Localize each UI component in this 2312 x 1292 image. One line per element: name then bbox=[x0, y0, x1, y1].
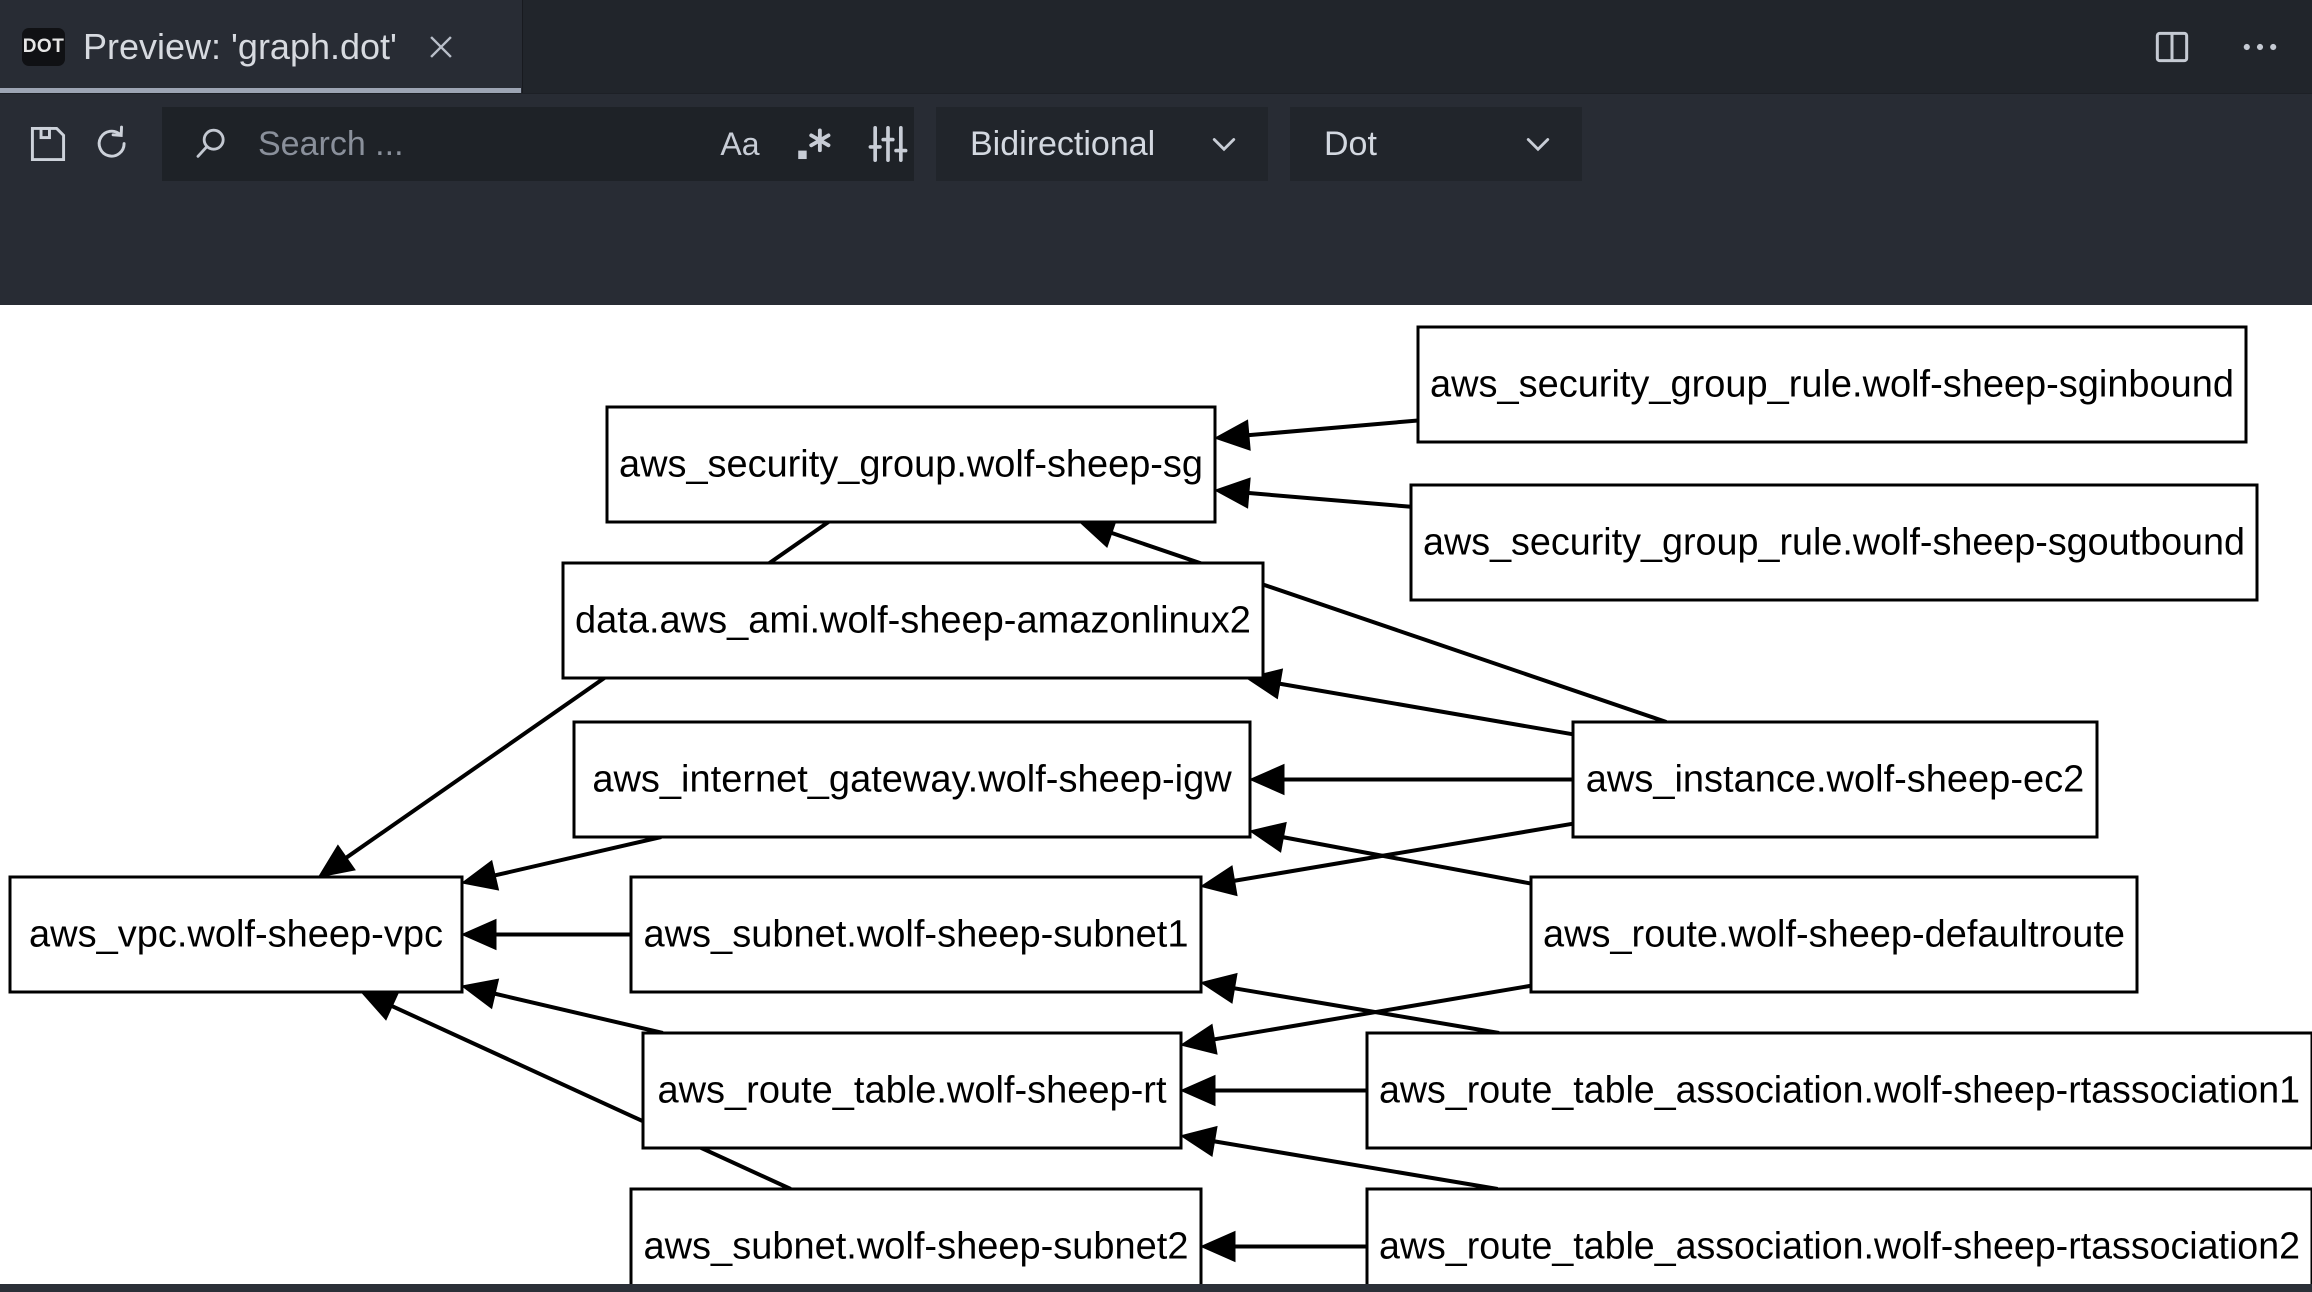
split-editor-icon[interactable] bbox=[2152, 27, 2192, 67]
node-label: aws_route.wolf-sheep-defaultroute bbox=[1543, 914, 2125, 956]
engine-dropdown-value: Dot bbox=[1324, 124, 1377, 163]
save-icon[interactable] bbox=[16, 112, 80, 176]
node-box[interactable] bbox=[1409, 483, 2259, 602]
node-box[interactable] bbox=[572, 720, 1252, 839]
chevron-down-icon bbox=[1520, 126, 1556, 162]
node-label: aws_vpc.wolf-sheep-vpc bbox=[29, 914, 443, 956]
edge-arrowhead bbox=[1248, 821, 1287, 853]
graph-edge bbox=[494, 991, 664, 1035]
search-icon bbox=[190, 123, 232, 165]
graph-edge bbox=[494, 835, 662, 878]
editor-tab-bar: DOT Preview: 'graph.dot' bbox=[0, 0, 2312, 93]
graph-node[interactable]: aws_route_table.wolf-sheep-rt bbox=[641, 1031, 1183, 1150]
edge-arrowhead bbox=[460, 918, 497, 951]
search-field[interactable]: Aa bbox=[162, 107, 914, 181]
graph-edge bbox=[1279, 681, 1574, 737]
graph-node[interactable]: data.aws_ami.wolf-sheep-amazonlinux2 bbox=[561, 561, 1265, 680]
close-icon[interactable] bbox=[419, 25, 463, 69]
node-label: aws_security_group.wolf-sheep-sg bbox=[619, 444, 1203, 486]
dot-file-icon: DOT bbox=[22, 27, 65, 66]
edge-arrowhead bbox=[1179, 1023, 1218, 1055]
graph-node[interactable]: aws_internet_gateway.wolf-sheep-igw bbox=[572, 720, 1252, 839]
node-box[interactable] bbox=[605, 405, 1217, 524]
node-box[interactable] bbox=[641, 1031, 1183, 1150]
preview-toolbar-panel: Aa bbox=[0, 93, 2312, 306]
node-label: aws_security_group_rule.wolf-sheep-sginb… bbox=[1430, 364, 2234, 406]
refresh-icon[interactable] bbox=[80, 112, 144, 176]
graph-node[interactable]: aws_subnet.wolf-sheep-subnet1 bbox=[629, 875, 1203, 994]
use-regex-icon[interactable] bbox=[785, 115, 843, 173]
graph-node[interactable]: aws_route.wolf-sheep-defaultroute bbox=[1529, 875, 2139, 994]
node-box[interactable] bbox=[629, 875, 1203, 994]
node-label: aws_instance.wolf-sheep-ec2 bbox=[1586, 759, 2085, 801]
graph-node[interactable]: aws_security_group.wolf-sheep-sg bbox=[605, 405, 1217, 524]
direction-dropdown[interactable]: Bidirectional bbox=[936, 107, 1268, 181]
graph-node[interactable]: aws_route_table_association.wolf-sheep-r… bbox=[1365, 1187, 2312, 1284]
graph-edge bbox=[1248, 491, 1412, 509]
graph-nodes: aws_security_group_rule.wolf-sheep-sginb… bbox=[8, 325, 2312, 1284]
node-label: aws_route_table.wolf-sheep-rt bbox=[657, 1070, 1166, 1112]
node-label: aws_security_group_rule.wolf-sheep-sgout… bbox=[1423, 522, 2245, 564]
node-box[interactable] bbox=[1416, 325, 2248, 444]
preview-toolbar: Aa bbox=[0, 103, 1582, 185]
sliders-icon[interactable] bbox=[859, 115, 917, 173]
tab-title: Preview: 'graph.dot' bbox=[83, 25, 397, 67]
graph-edge bbox=[1234, 986, 1500, 1035]
edge-arrowhead bbox=[1248, 763, 1285, 796]
graph-node[interactable]: aws_instance.wolf-sheep-ec2 bbox=[1571, 720, 2099, 839]
editor-actions bbox=[2152, 0, 2282, 93]
graph-edge bbox=[1248, 418, 1419, 438]
node-label: aws_internet_gateway.wolf-sheep-igw bbox=[592, 759, 1232, 801]
graph-edge bbox=[1234, 821, 1574, 883]
direction-dropdown-value: Bidirectional bbox=[970, 124, 1156, 163]
node-box[interactable] bbox=[1529, 875, 2139, 994]
edge-arrowhead bbox=[1179, 1125, 1218, 1158]
edge-arrowhead bbox=[1199, 865, 1238, 897]
node-label: aws_subnet.wolf-sheep-subnet1 bbox=[643, 914, 1188, 956]
edge-arrowhead bbox=[1213, 419, 1251, 451]
edge-arrowhead bbox=[1179, 1074, 1216, 1107]
edge-arrowhead bbox=[1199, 972, 1238, 1004]
status-strip bbox=[0, 1284, 2312, 1292]
node-label: aws_subnet.wolf-sheep-subnet2 bbox=[643, 1226, 1188, 1268]
graph-preview-canvas[interactable]: aws_security_group_rule.wolf-sheep-sginb… bbox=[0, 305, 2312, 1284]
node-box[interactable] bbox=[8, 875, 464, 994]
edge-arrowhead bbox=[1199, 1230, 1236, 1263]
node-label: data.aws_ami.wolf-sheep-amazonlinux2 bbox=[575, 600, 1251, 642]
graph-node[interactable]: aws_security_group_rule.wolf-sheep-sgout… bbox=[1409, 483, 2259, 602]
graph-edges bbox=[317, 418, 1667, 1263]
edge-arrowhead bbox=[317, 844, 356, 878]
graph-edge bbox=[391, 1004, 792, 1191]
graph-node[interactable]: aws_security_group_rule.wolf-sheep-sginb… bbox=[1416, 325, 2248, 444]
chevron-down-icon bbox=[1206, 126, 1242, 162]
tab-graph-dot[interactable]: DOT Preview: 'graph.dot' bbox=[0, 0, 523, 93]
edge-arrowhead bbox=[460, 859, 500, 891]
graph-node[interactable]: aws_subnet.wolf-sheep-subnet2 bbox=[629, 1187, 1203, 1284]
node-box[interactable] bbox=[1365, 1187, 2312, 1284]
graph-node[interactable]: aws_route_table_association.wolf-sheep-r… bbox=[1365, 1031, 2312, 1150]
graph-edge bbox=[1283, 835, 1532, 886]
graph-edge bbox=[1214, 1139, 1498, 1191]
edge-arrowhead bbox=[460, 978, 500, 1010]
search-options: Aa bbox=[711, 115, 917, 173]
node-label: aws_route_table_association.wolf-sheep-r… bbox=[1379, 1226, 2300, 1268]
more-actions-icon[interactable] bbox=[2238, 27, 2282, 67]
engine-dropdown[interactable]: Dot bbox=[1290, 107, 1582, 181]
graph-svg: aws_security_group_rule.wolf-sheep-sginb… bbox=[8, 325, 2312, 1284]
match-case-icon[interactable]: Aa bbox=[720, 125, 760, 162]
node-box[interactable] bbox=[629, 1187, 1203, 1284]
node-box[interactable] bbox=[1365, 1031, 2312, 1150]
node-box[interactable] bbox=[561, 561, 1265, 680]
node-label: aws_route_table_association.wolf-sheep-r… bbox=[1379, 1070, 2300, 1112]
node-box[interactable] bbox=[1571, 720, 2099, 839]
search-input[interactable] bbox=[256, 123, 703, 165]
edge-arrowhead bbox=[1213, 477, 1251, 509]
graph-node[interactable]: aws_vpc.wolf-sheep-vpc bbox=[8, 875, 464, 994]
